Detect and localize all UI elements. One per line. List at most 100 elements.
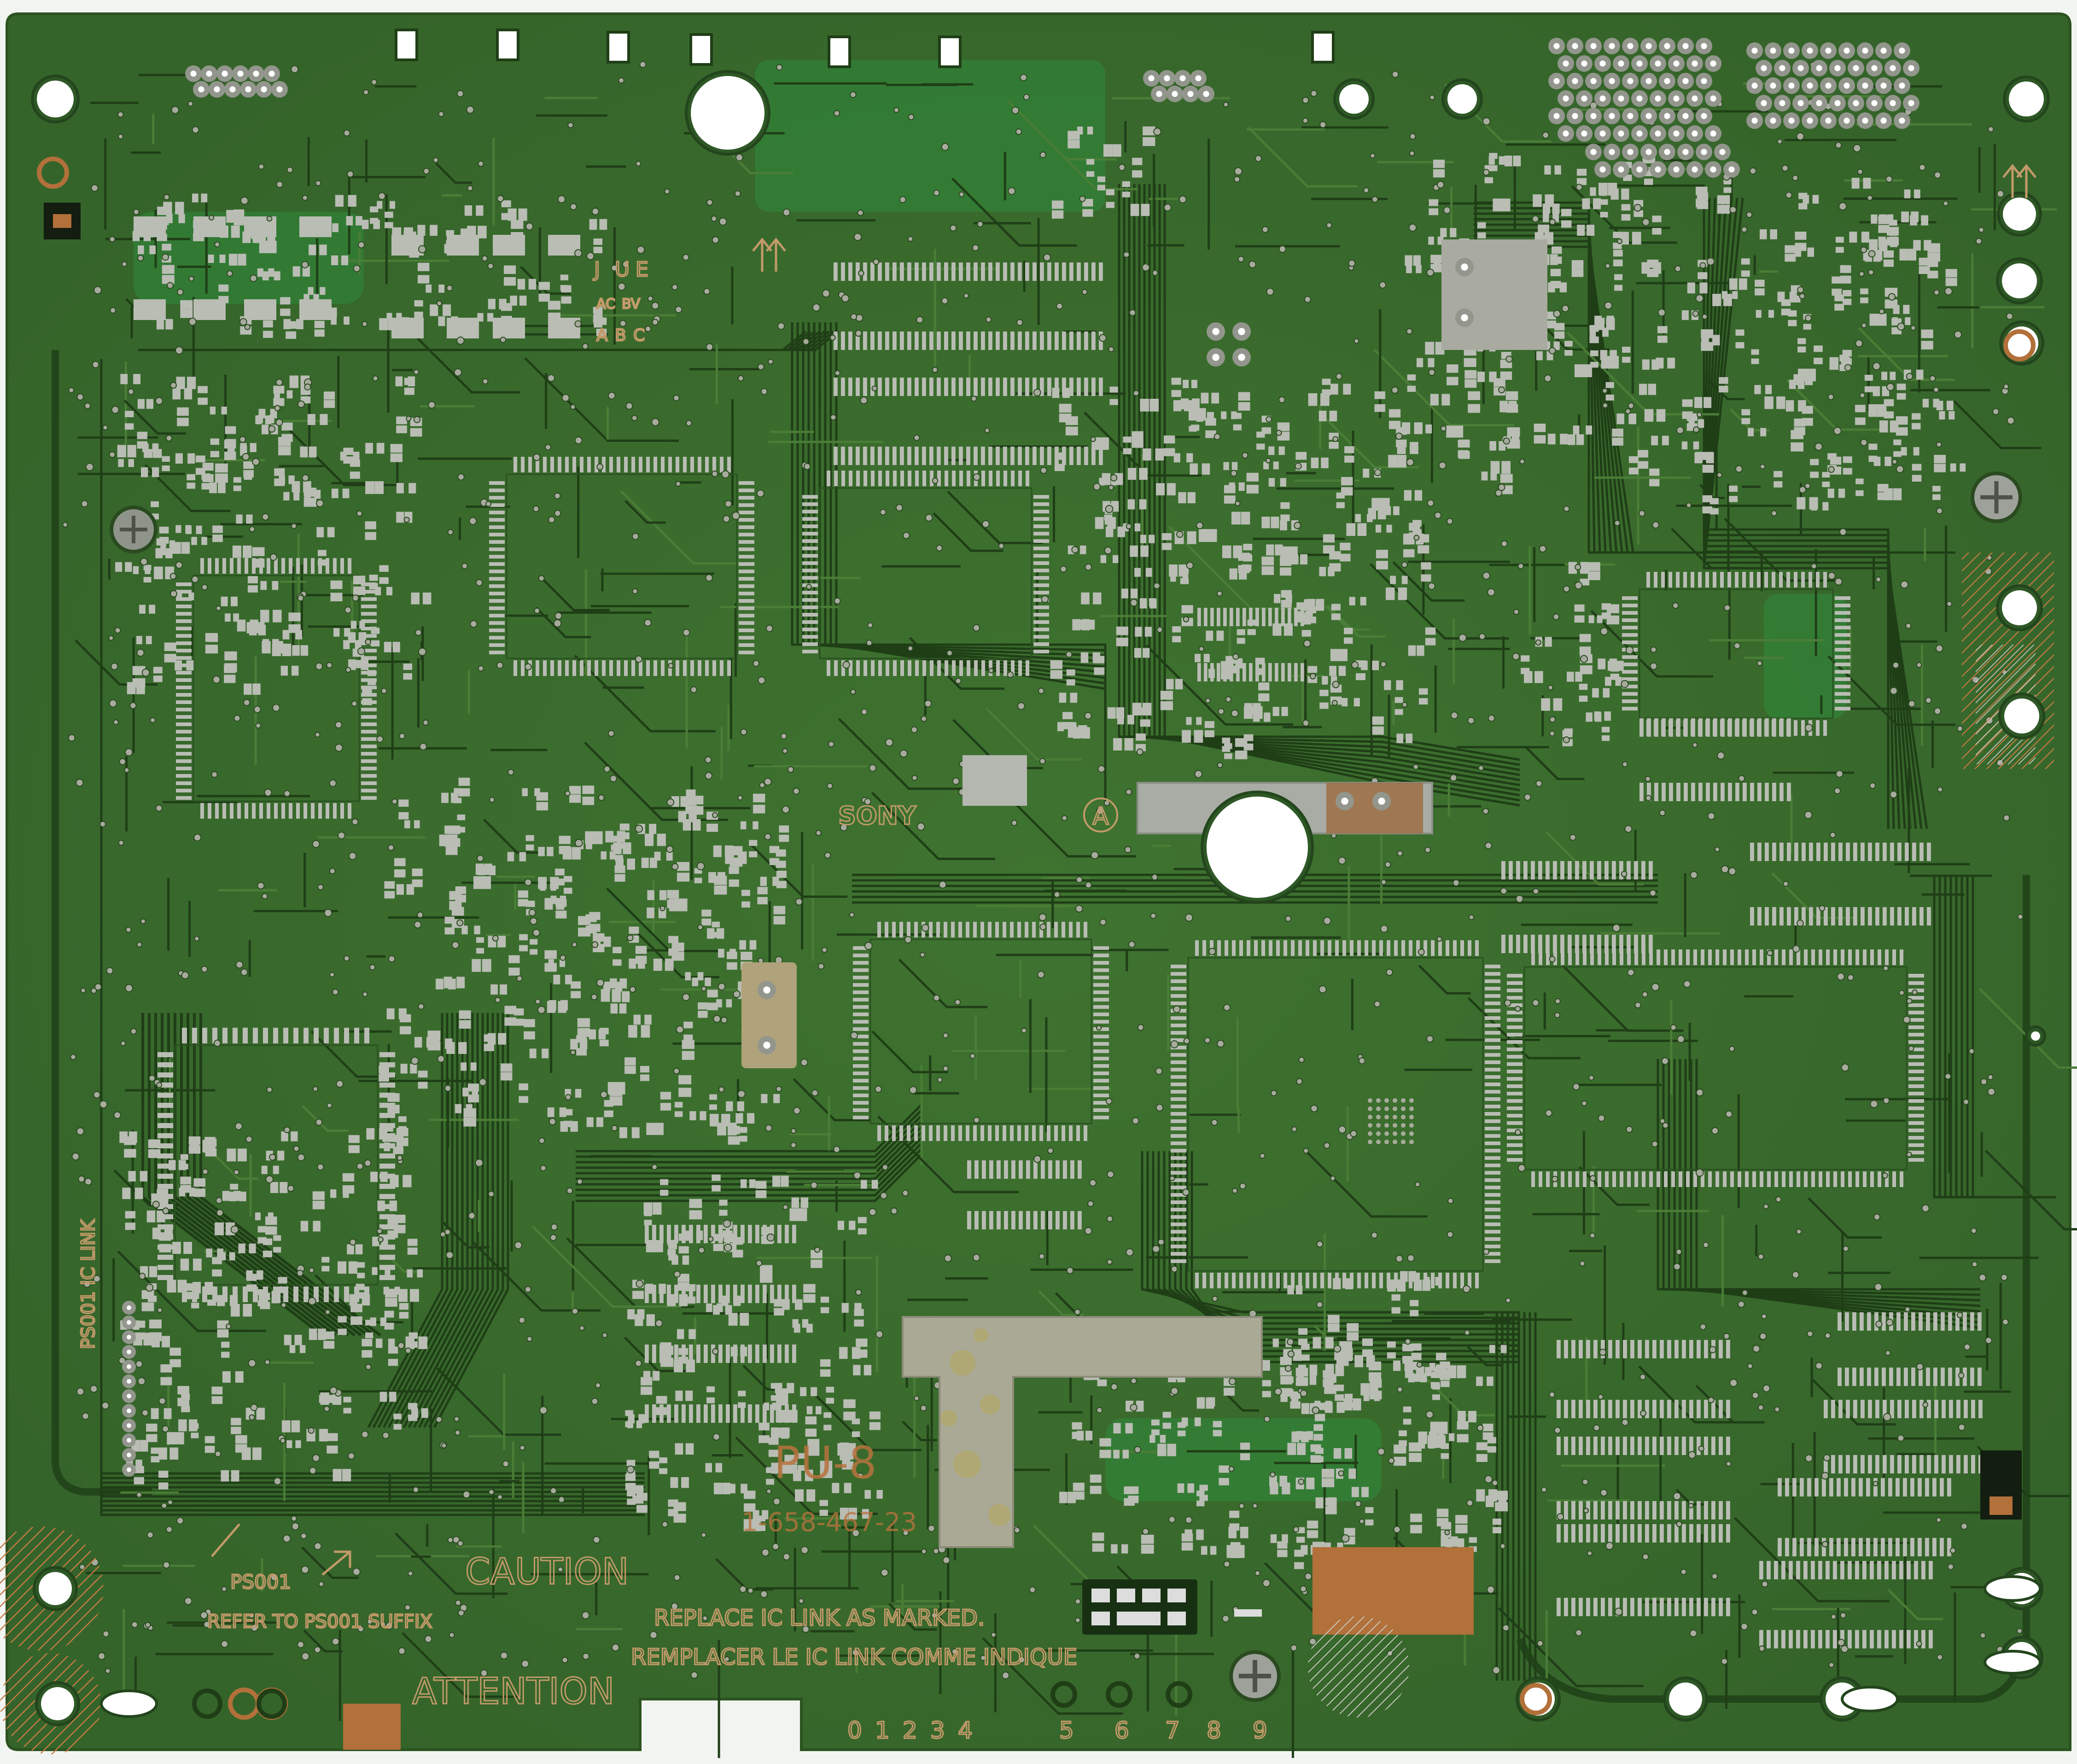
ic-pad (1236, 663, 1240, 681)
ic-pad (1284, 940, 1287, 956)
smd-pad (146, 1423, 158, 1432)
trace (403, 1013, 479, 1428)
trace (1703, 198, 1912, 829)
smd-pad (820, 1359, 831, 1367)
ic-pad (158, 1143, 173, 1148)
smd-pad-large (299, 299, 332, 320)
ic-pad (521, 660, 525, 676)
ic-pad (1485, 1200, 1500, 1204)
smd-pad (589, 219, 597, 230)
smd-pad (1301, 1403, 1309, 1415)
smd-pad (1798, 203, 1808, 210)
ic-pad (1883, 1400, 1887, 1418)
ic-pad (1896, 1368, 1901, 1386)
smd-pad (1877, 404, 1887, 417)
smd-pad (1219, 1465, 1229, 1473)
smd-pad (230, 1183, 239, 1190)
ic-pad (1236, 608, 1240, 626)
ic-pad (1604, 935, 1609, 953)
smd-pad (1238, 482, 1245, 491)
ic-pad (1978, 1312, 1982, 1331)
smd-pad (405, 1336, 415, 1349)
ic-pad (1357, 940, 1361, 956)
smd-pad (582, 797, 595, 805)
smd-pad (1181, 1542, 1193, 1551)
smd-pad (1238, 565, 1250, 573)
smd-pad (323, 1340, 335, 1349)
smd-pad (1511, 436, 1519, 447)
smd-pad (1587, 571, 1600, 580)
ic-pad (1844, 1538, 1848, 1556)
smd-pad (528, 279, 537, 290)
smd-pad (599, 1040, 609, 1047)
ic-pad (974, 660, 978, 676)
ic-pad (1620, 1171, 1623, 1187)
smd-pad (1851, 178, 1860, 189)
smd-pad (755, 1181, 767, 1189)
ic-pad (1485, 1259, 1500, 1263)
smd-pad (1100, 437, 1109, 450)
ic-pad (892, 1125, 896, 1141)
smd-pad (1396, 734, 1404, 743)
ic-pad (720, 457, 723, 472)
smd-pad (1576, 434, 1584, 445)
ic-pad (1861, 1400, 1865, 1418)
smd-pad (1132, 439, 1144, 448)
smd-pad (1336, 492, 1345, 499)
smd-pad (1388, 454, 1398, 468)
ic-pad (1927, 1455, 1931, 1473)
ic-pad (1379, 1273, 1383, 1288)
smd-pad (1394, 1456, 1406, 1466)
ic-pad (878, 660, 882, 676)
ic-pad (1093, 1101, 1109, 1105)
smd-pad (417, 262, 430, 271)
smd-pad (403, 673, 413, 680)
ic-pad (1619, 935, 1623, 953)
ic-pad (777, 1345, 782, 1363)
ic-pad (1048, 1211, 1052, 1229)
smd-pad (1057, 722, 1064, 732)
ic-pad (853, 1057, 869, 1060)
ic-pad (1197, 608, 1201, 626)
smd-pad (1600, 199, 1608, 205)
smd-pad (314, 320, 325, 328)
ic-pad (1971, 1455, 1975, 1473)
ic-pad (885, 262, 889, 281)
ic-pad (1485, 1009, 1500, 1013)
ic-pad (915, 447, 919, 465)
smd-pad (348, 632, 356, 643)
ic-pad (966, 447, 970, 465)
smd-pad (1386, 587, 1395, 600)
smd-pad (536, 792, 548, 801)
ic-pad (1750, 572, 1753, 588)
ic-pad (1667, 1501, 1671, 1519)
ic-pad (253, 1028, 258, 1043)
smd-pad (379, 1128, 387, 1140)
smd-pad (683, 1021, 693, 1029)
ic-pad (1679, 1171, 1682, 1187)
smd-pad (1881, 372, 1888, 380)
ic-pad (1039, 1125, 1043, 1141)
smd-pad (1050, 660, 1063, 669)
ic-pad (1908, 1048, 1924, 1051)
smd-pad (548, 1000, 556, 1011)
smd-pad (1886, 237, 1899, 246)
smd-pad (237, 619, 246, 632)
smd-pad (273, 610, 282, 623)
smd-pad (1204, 730, 1214, 738)
ic-pad (674, 1285, 678, 1303)
smd-pad (1577, 225, 1585, 236)
smd-pad (1233, 545, 1243, 559)
smd-pad (357, 1262, 365, 1268)
ic-pad (1084, 378, 1088, 396)
smd-pad (1487, 1376, 1494, 1386)
ic-pad (966, 262, 970, 281)
ic-pad (1485, 1156, 1500, 1160)
ic-pad (1171, 1186, 1186, 1189)
ic-pad (1033, 605, 1049, 609)
ic-pad (1899, 1630, 1903, 1648)
ic-pad (696, 1285, 700, 1303)
ic-pad (1298, 1273, 1302, 1288)
smd-pad (1237, 638, 1245, 644)
smd-pad (1330, 649, 1339, 661)
